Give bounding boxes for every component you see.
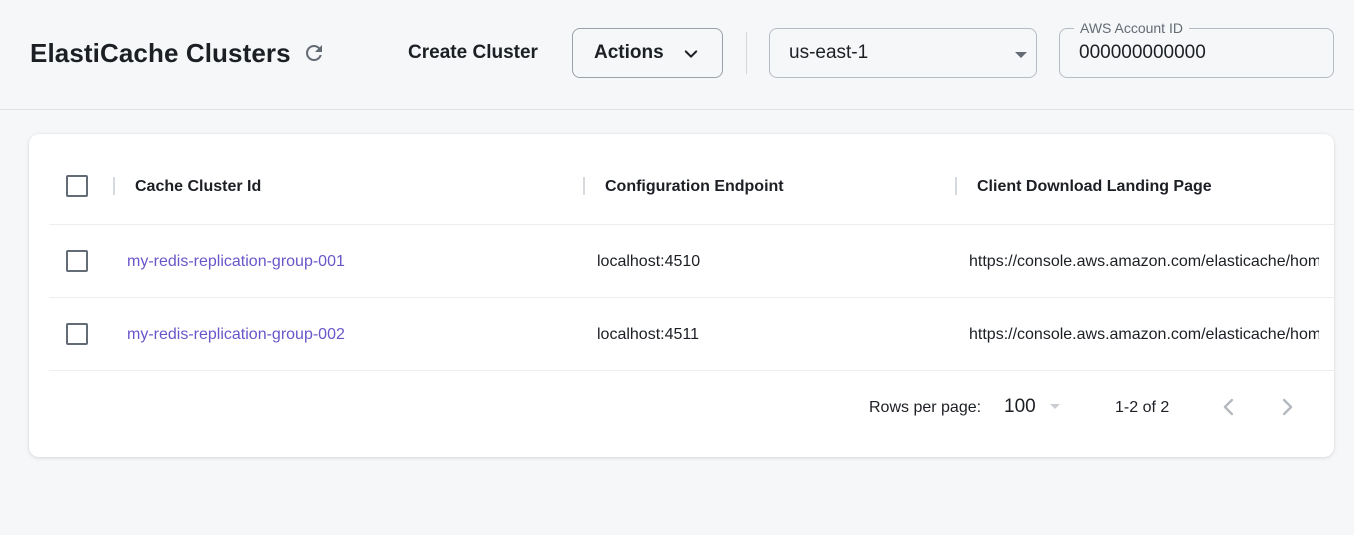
- row-divider: [49, 224, 1334, 225]
- rows-per-page-arrow-icon: [1050, 404, 1060, 409]
- account-id-input[interactable]: [1079, 29, 1319, 77]
- actions-label: Actions: [594, 42, 664, 63]
- chevron-left-icon[interactable]: [1215, 393, 1243, 421]
- column-header-endpoint[interactable]: Configuration Endpoint: [605, 178, 784, 195]
- toolbar-divider: [746, 32, 747, 74]
- refresh-icon[interactable]: [302, 41, 326, 65]
- cluster-id-link[interactable]: my-redis-replication-group-001: [127, 253, 345, 270]
- column-separator: [955, 177, 957, 195]
- row-checkbox[interactable]: [66, 323, 88, 345]
- column-separator: [113, 177, 115, 195]
- chevron-right-icon[interactable]: [1273, 393, 1301, 421]
- row-divider: [49, 297, 1334, 298]
- actions-button[interactable]: Actions: [572, 28, 723, 78]
- row-divider: [49, 370, 1334, 371]
- endpoint-cell: localhost:4510: [597, 253, 701, 270]
- clusters-table-card: Cache Cluster Id Configuration Endpoint …: [29, 134, 1334, 457]
- landing-page-cell: https://console.aws.amazon.com/elasticac…: [969, 253, 1319, 270]
- chevron-down-icon: [684, 50, 698, 58]
- pagination-range: 1-2 of 2: [1115, 399, 1170, 416]
- select-all-checkbox[interactable]: [66, 175, 88, 197]
- endpoint-cell: localhost:4511: [597, 326, 699, 343]
- top-bar: ElastiCache Clusters Create Cluster Acti…: [0, 0, 1354, 110]
- region-value: us-east-1: [789, 42, 869, 63]
- landing-page-cell: https://console.aws.amazon.com/elasticac…: [969, 326, 1319, 343]
- rows-per-page-select[interactable]: 100: [1004, 396, 1036, 417]
- region-select[interactable]: us-east-1: [769, 28, 1037, 78]
- page-title: ElastiCache Clusters: [30, 38, 291, 68]
- column-separator: [583, 177, 585, 195]
- rows-per-page-label: Rows per page:: [869, 399, 982, 416]
- cluster-id-link[interactable]: my-redis-replication-group-002: [127, 326, 345, 343]
- account-id-field[interactable]: AWS Account ID: [1059, 20, 1334, 78]
- column-header-landing-page[interactable]: Client Download Landing Page: [977, 178, 1212, 195]
- create-cluster-button[interactable]: Create Cluster: [394, 28, 552, 78]
- row-checkbox[interactable]: [66, 250, 88, 272]
- dropdown-arrow-icon: [1015, 52, 1027, 58]
- column-header-cluster-id[interactable]: Cache Cluster Id: [135, 178, 262, 195]
